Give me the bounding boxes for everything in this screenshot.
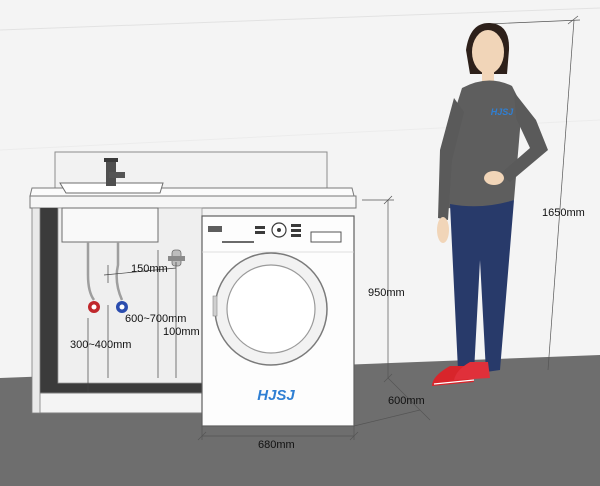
- internal-dimension-lines: [87, 250, 177, 392]
- person-right-hand: [484, 171, 504, 185]
- person-left-hand: [437, 217, 449, 243]
- person-face: [472, 30, 504, 74]
- valve-offset-label: 150mm: [131, 263, 168, 275]
- door-latch: [212, 295, 218, 317]
- washing-machine: HJSJ: [201, 215, 355, 427]
- cabinet-bottom-shelf: [37, 392, 203, 414]
- drain-height-label: 300~400mm: [70, 339, 131, 351]
- cold-valve-center: [119, 304, 125, 310]
- dimension-labels: 1650mm 950mm 600mm 680mm 150mm 600~700mm…: [70, 207, 585, 451]
- washer-width-label: 680mm: [258, 439, 295, 451]
- person-height-label: 1650mm: [542, 207, 585, 219]
- person-right-arm: [500, 92, 548, 182]
- shoe-sole: [433, 379, 475, 385]
- washer-brand-logo: HJSJ: [257, 387, 295, 404]
- pipe-spacing-label: 100mm: [163, 326, 200, 338]
- cabinet-left-side: [31, 207, 41, 414]
- wall-sketch-line: [0, 7, 600, 31]
- person-right-shoe: [454, 362, 490, 380]
- detergent-drawer: [310, 231, 342, 243]
- external-dimension-lines: [197, 15, 581, 441]
- shirt-brand-logo: HJSJ: [491, 107, 515, 117]
- hot-valve-center: [91, 304, 97, 310]
- cabinet-height-label: 950mm: [368, 287, 405, 299]
- pipe-height-label: 600~700mm: [125, 313, 186, 325]
- washer-control-panel: [208, 222, 342, 243]
- backsplash: [54, 151, 328, 189]
- sink-basin-under: [61, 207, 159, 243]
- sink-basin-top: [59, 182, 164, 194]
- person-pants: [450, 200, 514, 372]
- cold-water-hose: [115, 242, 124, 301]
- faucet-icon: [104, 158, 125, 186]
- countertop-front: [29, 195, 357, 209]
- person-left-arm: [438, 98, 464, 220]
- person-figure: HJSJ: [432, 22, 548, 386]
- water-pipes: [86, 242, 185, 313]
- washer-door-glass: [226, 264, 316, 354]
- depth-label: 600mm: [388, 395, 425, 407]
- washer-valve-icon: [168, 249, 185, 267]
- hot-water-hose: [86, 242, 96, 301]
- person-neck: [482, 70, 494, 82]
- cabinet: [29, 151, 357, 414]
